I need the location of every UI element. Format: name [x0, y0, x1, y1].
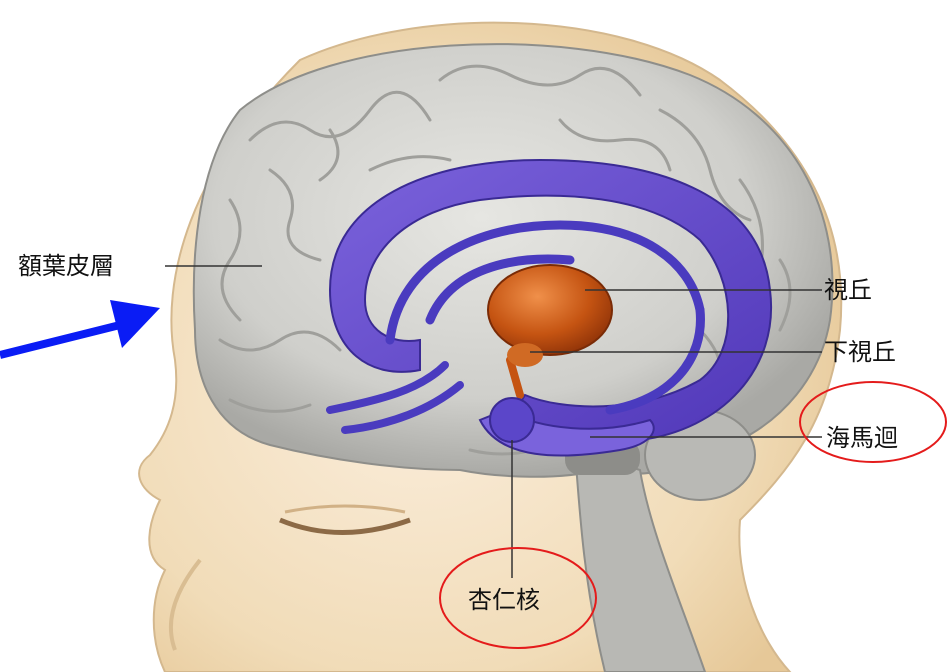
amygdala	[490, 398, 534, 442]
blue-arrow-icon	[0, 300, 160, 355]
label-prefrontal-cortex: 額葉皮層	[18, 254, 114, 278]
hypothalamus	[507, 343, 543, 367]
label-hypothalamus: 下視丘	[824, 340, 896, 364]
label-amygdala: 杏仁核	[468, 588, 540, 612]
label-hippocampus: 海馬迴	[826, 426, 898, 450]
thalamus	[488, 265, 612, 355]
label-thalamus: 視丘	[824, 278, 872, 302]
